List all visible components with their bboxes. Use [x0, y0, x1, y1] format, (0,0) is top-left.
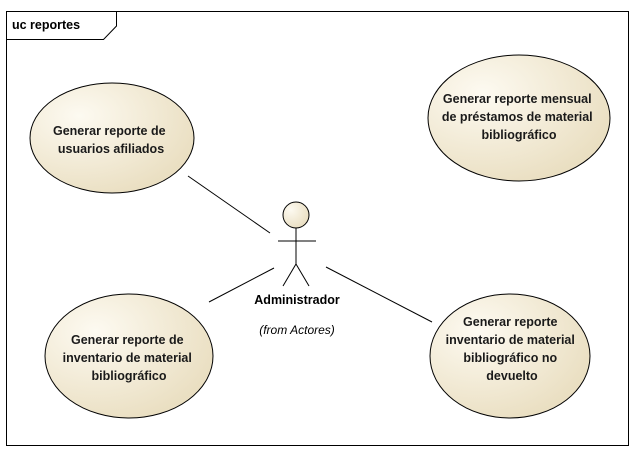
use-case-label: Generar reporte mensual de préstamos de … [442, 92, 596, 142]
use-case-label: Generar reporte inventario de material b… [446, 315, 579, 383]
use-case-label-line: inventario de material [446, 333, 575, 347]
association-uc4 [325, 266, 433, 323]
actor-head [282, 201, 310, 229]
actor-name: Administrador [254, 293, 340, 307]
use-case-label-line: usuarios afiliados [58, 142, 164, 156]
frame-title-tab [6, 11, 117, 40]
use-case-label-line: bibliográfico [482, 128, 557, 142]
frame: uc reportes [6, 11, 629, 446]
use-case-uc4[interactable]: Generar reporte inventario de material b… [429, 293, 591, 419]
use-case-label-line: Generar reporte de [53, 124, 166, 138]
associations [187, 175, 433, 323]
actor-from-package: (from Actores) [259, 323, 335, 337]
actor-administrador[interactable]: Administrador (from Actores) [254, 201, 340, 337]
actor-left-leg [282, 263, 297, 287]
frame-border [6, 11, 629, 446]
use-case-label-line: devuelto [486, 369, 538, 383]
frame-title: uc reportes [12, 18, 80, 32]
use-case-label-line: Generar reporte mensual [443, 92, 592, 106]
use-case-label-line: de préstamos de material [442, 110, 593, 124]
use-case-label-line: Generar reporte de [71, 333, 184, 347]
use-case-uc2[interactable]: Generar reporte mensual de préstamos de … [427, 54, 611, 182]
use-case-uc3[interactable]: Generar reporte de inventario de materia… [44, 293, 214, 419]
association-uc1 [187, 175, 271, 234]
actor-right-leg [295, 263, 310, 287]
association-uc3 [208, 267, 275, 303]
use-case-label: Generar reporte de inventario de materia… [63, 333, 196, 383]
use-case-ellipse [429, 293, 591, 419]
use-case-uc1[interactable]: Generar reporte de usuarios afiliados [29, 82, 195, 194]
use-case-label-line: inventario de material [63, 351, 192, 365]
actor-stick-figure-icon [278, 201, 316, 287]
use-case-label: Generar reporte de usuarios afiliados [53, 124, 169, 156]
use-case-label-line: bibliográfico [92, 369, 167, 383]
use-case-ellipse [427, 54, 611, 182]
use-case-ellipse [44, 293, 214, 419]
use-case-label-line: bibliográfico no [463, 351, 557, 365]
use-case-label-line: Generar reporte [463, 315, 558, 329]
use-case-ellipse [29, 82, 195, 194]
